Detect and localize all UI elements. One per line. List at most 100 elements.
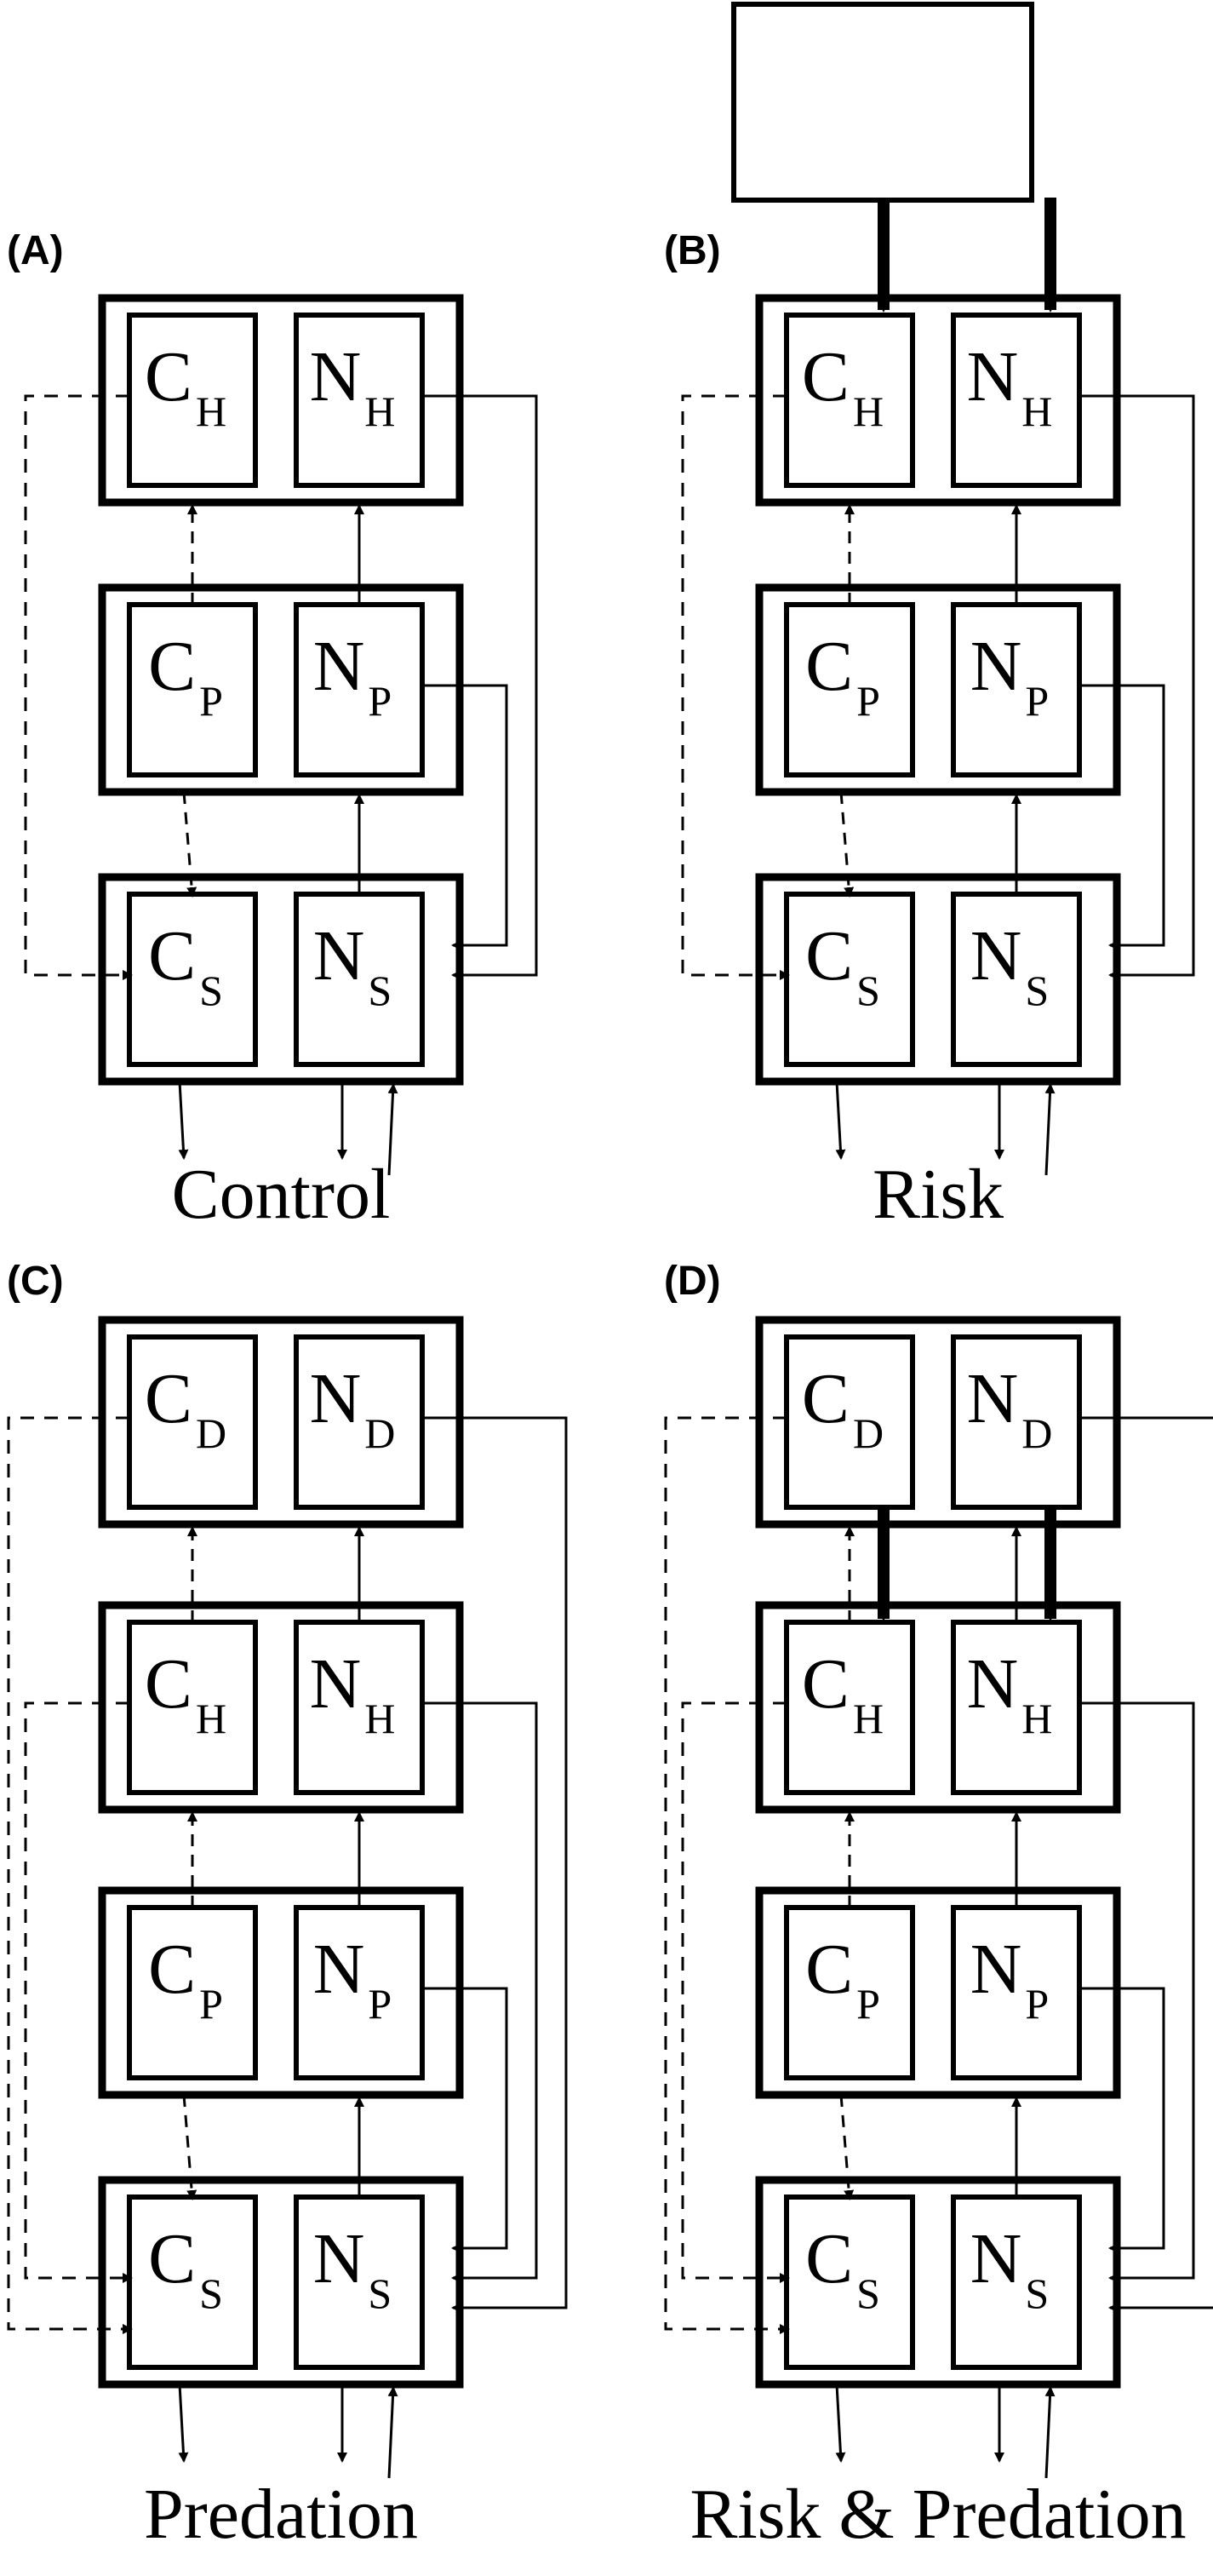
nitrogen-node-h-subscript: H [1021, 1695, 1052, 1742]
carbon-loop-to-soil [681, 394, 790, 980]
carbon-node-s: CS [805, 916, 880, 1014]
nitrogen-input-arrow [387, 2386, 398, 2479]
carbon-node-p-subscript: P [856, 1980, 880, 2028]
carbon-node-s: CS [805, 2219, 880, 2317]
level-box [98, 294, 464, 507]
nitrogen-return-to-soil [422, 394, 538, 980]
carbon-loss-arrow [178, 1081, 189, 1160]
carbon-node-d-subscript: D [196, 1409, 226, 1457]
panel-caption: Predation [144, 2475, 418, 2554]
panel-label: (B) [664, 228, 721, 273]
carbon-loop-to-soil [681, 1701, 790, 2283]
carbon-flow-down [839, 2094, 855, 2200]
nitrogen-return-to-soil [422, 1701, 538, 2283]
carbon-node-h: CH [802, 337, 884, 435]
carbon-node-h-letter: C [802, 1644, 850, 1724]
level-h: CH NH [755, 294, 1121, 507]
nitrogen-node-h-subscript: H [364, 387, 395, 435]
carbon-flow-down [182, 2094, 197, 2200]
carbon-node-h: CH [145, 337, 226, 435]
carbon-node-p-letter: C [148, 627, 196, 706]
carbon-node-p-letter: C [805, 1930, 853, 2009]
carbon-node-s-letter: C [148, 2219, 196, 2298]
level-h: CH NH [98, 1601, 464, 1814]
nitrogen-node-s-letter: N [313, 2219, 365, 2298]
nitrogen-node-h-letter: N [310, 1644, 362, 1724]
carbon-loop-to-soil [664, 1416, 790, 2334]
carbon-node-h: CH [145, 1644, 226, 1742]
carbon-node-s-subscript: S [856, 2269, 880, 2317]
carbon-pool-box [127, 1334, 258, 1510]
nitrogen-node-h-letter: N [967, 337, 1019, 416]
level-box [98, 1316, 464, 1529]
nitrogen-node-p: NP [313, 1930, 392, 2028]
panel-label: (D) [664, 1259, 721, 1304]
carbon-node-d-subscript: D [853, 1409, 884, 1457]
carbon-node-s-letter: C [805, 2219, 853, 2298]
nitrogen-node-s-letter: N [970, 916, 1022, 995]
carbon-flow-down [182, 791, 197, 898]
nitrogen-node-p-subscript: P [1025, 677, 1049, 725]
level-box [98, 1886, 464, 2099]
nitrogen-return-to-soil [1079, 684, 1165, 950]
panel-caption: Risk & Predation [689, 2475, 1186, 2554]
carbon-node-p-letter: C [148, 1930, 196, 2009]
nitrogen-return-to-soil [422, 1416, 568, 2313]
nitrogen-input-arrow [1044, 2386, 1056, 2479]
carbon-loss-arrow [178, 2384, 189, 2463]
carbon-node-p-subscript: P [199, 1980, 223, 2028]
nitrogen-node-d: ND [967, 1359, 1053, 1457]
carbon-node-h: CH [802, 1644, 884, 1742]
level-box [755, 1886, 1121, 2099]
nitrogen-node-d-subscript: D [1021, 1409, 1052, 1457]
carbon-node-d: CD [802, 1359, 884, 1457]
nitrogen-node-p-letter: N [313, 1930, 365, 2009]
carbon-node-s-letter: C [805, 916, 853, 995]
carbon-node-d-letter: C [802, 1359, 850, 1438]
panel-label: (A) [7, 228, 64, 273]
nitrogen-node-h-letter: N [967, 1644, 1019, 1724]
nitrogen-return-to-soil [1079, 1416, 1213, 2313]
carbon-node-p: CP [148, 1930, 223, 2028]
nitrogen-return-to-soil [1079, 394, 1195, 980]
carbon-node-p: CP [805, 1930, 880, 2028]
nitrogen-node-p-letter: N [970, 1930, 1022, 2009]
nitrogen-node-s-subscript: S [1025, 967, 1049, 1014]
carbon-node-h-letter: C [802, 337, 850, 416]
carbon-node-s-subscript: S [856, 967, 880, 1014]
carbon-node-s-subscript: S [199, 2269, 223, 2317]
nitrogen-return-to-soil [1079, 1701, 1195, 2283]
nitrogen-node-d-subscript: D [364, 1409, 395, 1457]
panel-label: (C) [7, 1259, 64, 1304]
level-box [98, 583, 464, 796]
carbon-loss-arrow [835, 2384, 846, 2463]
carbon-loop-to-soil [24, 394, 133, 980]
nitrogen-node-h: NH [310, 1644, 396, 1742]
level-box [755, 583, 1121, 796]
carbon-node-p: CP [148, 627, 223, 725]
nitrogen-node-h-letter: N [310, 337, 362, 416]
nitrogen-node-d-letter: N [310, 1359, 362, 1438]
nitrogen-return-to-soil [422, 1987, 508, 2253]
nitrogen-node-s: NS [970, 916, 1049, 1014]
nitrogen-node-h-subscript: H [1021, 387, 1052, 435]
nitrogen-return-to-soil [422, 684, 508, 950]
carbon-node-h-subscript: H [853, 1695, 884, 1742]
nitrogen-node-s: NS [970, 2219, 1049, 2317]
nitrogen-node-p-subscript: P [368, 677, 392, 725]
nitrogen-pool-box [294, 313, 425, 488]
nitrogen-node-p-subscript: P [1025, 1980, 1049, 2028]
risk-cue-box [731, 2, 1034, 203]
carbon-loop-to-soil [24, 1701, 133, 2283]
